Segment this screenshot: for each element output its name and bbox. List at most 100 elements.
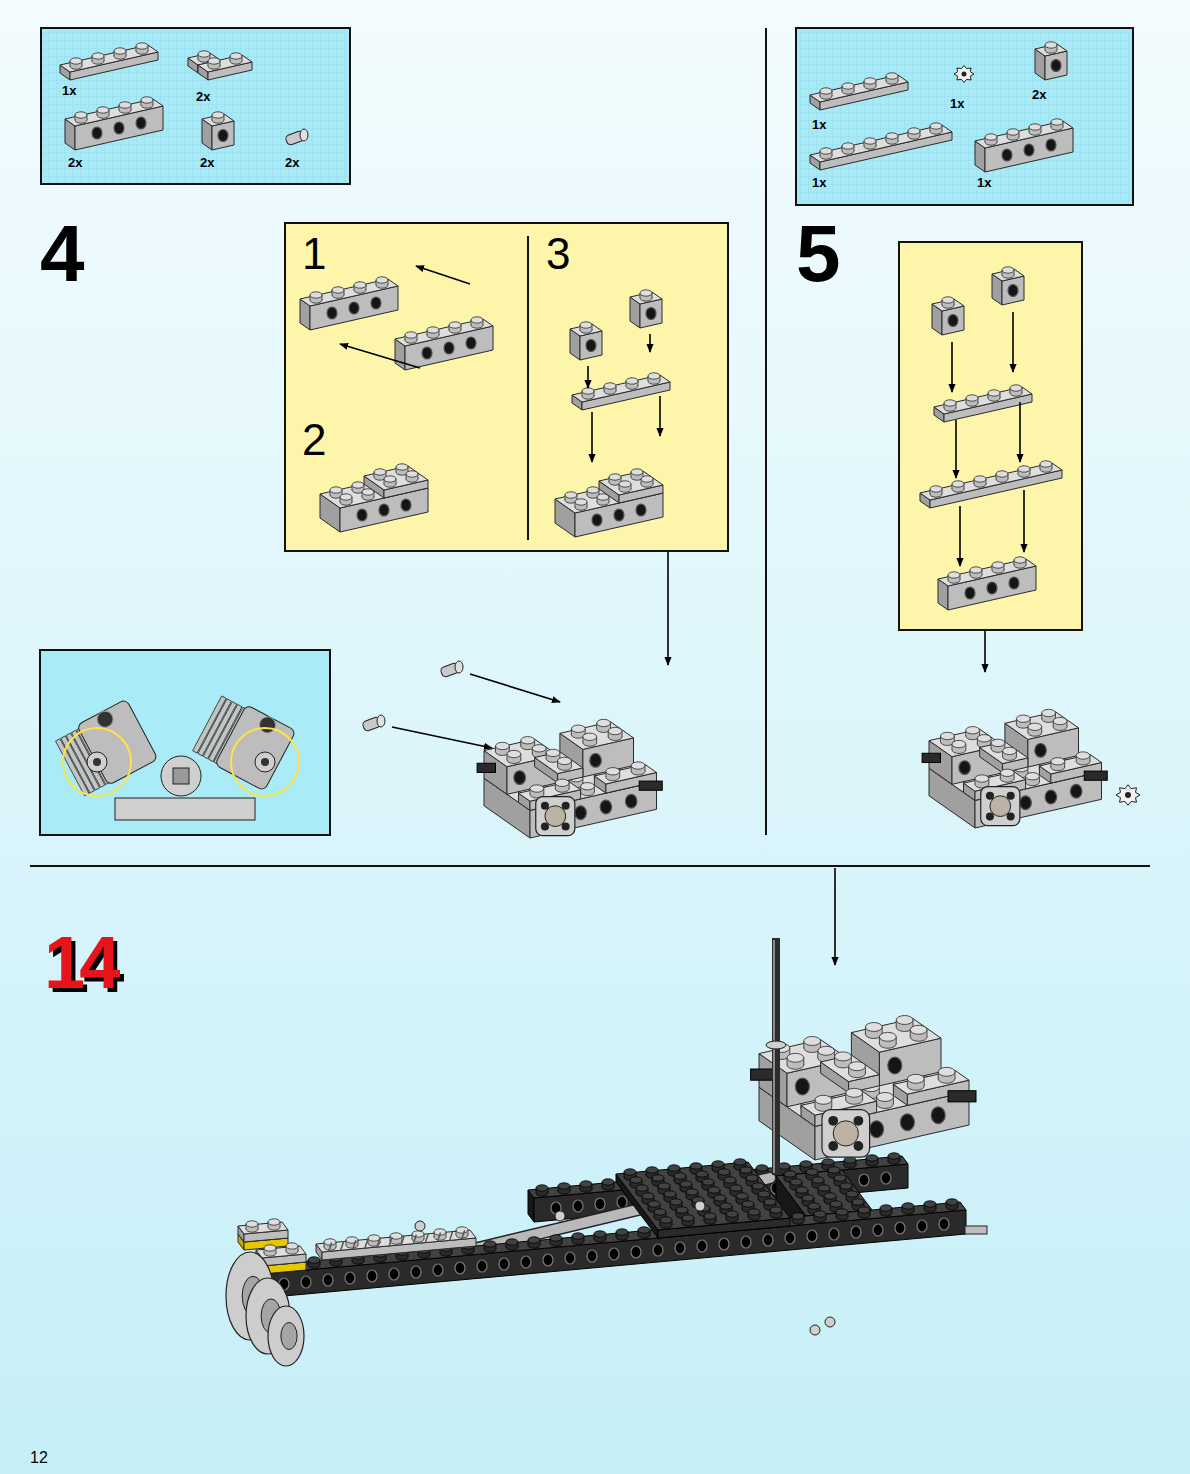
stud xyxy=(822,1159,834,1165)
stud xyxy=(246,1221,258,1227)
stud xyxy=(690,1163,702,1169)
part-count: 2x xyxy=(200,156,214,169)
technic-hole xyxy=(600,800,612,814)
stud xyxy=(886,73,898,79)
stud xyxy=(638,1227,650,1233)
stud xyxy=(264,1245,276,1251)
technic-hole xyxy=(514,771,526,785)
stud xyxy=(804,1037,821,1046)
brick-face xyxy=(560,722,634,750)
stud xyxy=(624,1169,636,1175)
rack-tooth xyxy=(365,1239,368,1248)
stud xyxy=(332,287,344,293)
stud xyxy=(70,58,82,64)
stud xyxy=(368,1235,380,1241)
technic-hole xyxy=(595,1198,605,1210)
stud xyxy=(75,112,87,118)
technic-hole xyxy=(851,1226,861,1238)
stud xyxy=(602,1179,614,1185)
stud xyxy=(521,737,535,744)
stud xyxy=(752,1183,764,1189)
stud xyxy=(1051,758,1065,765)
stud xyxy=(92,53,104,59)
stud xyxy=(654,1209,666,1215)
technic-hole xyxy=(1070,784,1082,798)
stud xyxy=(712,1161,724,1167)
step-number: 4 xyxy=(40,214,85,294)
highlight-ring xyxy=(63,728,131,796)
technic-hole xyxy=(592,514,602,526)
stud xyxy=(636,1185,648,1191)
technic-hole xyxy=(411,1266,421,1278)
stud xyxy=(740,1167,752,1173)
cylinder-block xyxy=(192,692,296,791)
arrow-line xyxy=(659,396,661,436)
stud xyxy=(674,1173,686,1179)
substep-number: 3 xyxy=(546,232,570,276)
stud xyxy=(580,1181,592,1187)
stud xyxy=(1010,385,1022,391)
stud xyxy=(536,1185,548,1191)
technic-hole xyxy=(987,582,997,594)
stud xyxy=(991,739,1005,746)
stud xyxy=(865,1023,882,1032)
stud xyxy=(1045,42,1057,48)
rack-tooth xyxy=(462,1230,465,1239)
technic-hole xyxy=(719,1238,729,1250)
technic-hole xyxy=(1051,60,1061,72)
stud xyxy=(977,735,991,742)
stud xyxy=(942,297,954,303)
block-hole xyxy=(257,714,279,736)
stud xyxy=(1042,709,1056,716)
stud xyxy=(770,1207,782,1213)
bush xyxy=(766,1041,786,1049)
stud xyxy=(680,1181,692,1187)
stud xyxy=(528,1237,540,1243)
stud xyxy=(648,1201,660,1207)
stud xyxy=(941,732,955,739)
page-number: 12 xyxy=(30,1450,48,1466)
parts-panel-fill xyxy=(795,27,1134,206)
technic-hole xyxy=(675,1242,685,1254)
technic-hole xyxy=(433,1264,443,1276)
parts-panel-fill xyxy=(40,27,351,185)
brick-face xyxy=(616,1162,790,1230)
technic-hole xyxy=(301,1276,311,1288)
stud xyxy=(572,1233,584,1239)
stud xyxy=(812,1177,824,1183)
technic-hole xyxy=(218,130,228,142)
stud xyxy=(888,1153,900,1159)
technic-hole xyxy=(379,504,389,516)
stud xyxy=(114,48,126,54)
stud xyxy=(546,749,560,756)
stud xyxy=(846,1191,858,1197)
block-body xyxy=(77,699,158,785)
rack-tooth xyxy=(438,1233,441,1242)
stud xyxy=(608,727,622,734)
stud xyxy=(736,1193,748,1199)
rod-end xyxy=(255,752,275,772)
stud xyxy=(555,779,569,786)
stud xyxy=(308,1257,320,1263)
stud xyxy=(907,1074,924,1083)
stud xyxy=(668,1165,680,1171)
stud xyxy=(784,1171,796,1177)
stud xyxy=(814,1211,826,1217)
stud xyxy=(864,138,876,144)
brick-face xyxy=(1005,712,1079,740)
stud xyxy=(631,762,645,769)
stud xyxy=(212,112,224,118)
stud xyxy=(800,1161,812,1167)
technic-hole xyxy=(807,1230,817,1242)
stud xyxy=(571,725,585,732)
stud xyxy=(565,492,577,498)
gear xyxy=(1116,785,1140,805)
pin xyxy=(300,129,308,141)
stud xyxy=(792,1213,804,1219)
stud xyxy=(604,383,616,389)
arrow-line xyxy=(470,674,560,702)
stud xyxy=(886,133,898,139)
technic-hole xyxy=(959,761,971,775)
stud xyxy=(330,487,342,493)
technic-hole xyxy=(521,1256,531,1268)
